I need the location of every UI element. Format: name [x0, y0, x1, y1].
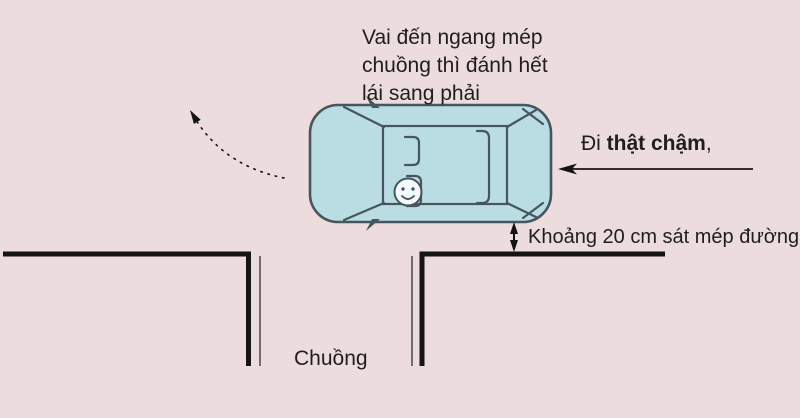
- car-body: [308, 103, 553, 224]
- speed-note: Đi thật chậm,: [581, 132, 712, 156]
- car-windshield-line-top: [342, 105, 386, 129]
- arrowhead-turn-icon: [190, 110, 201, 124]
- car-rear-crease-top: [521, 107, 545, 126]
- car-rear-crease-bottom: [521, 201, 545, 220]
- car-top-view: [308, 96, 553, 231]
- car-mirror-top-icon: [366, 96, 380, 108]
- instruction-line-3: lái sang phải: [362, 82, 480, 105]
- car-mirror-bottom-icon: [366, 219, 380, 231]
- car-cabin: [381, 124, 509, 206]
- speed-note-bold: thật chậm: [606, 132, 706, 155]
- car-windshield-line-bottom: [342, 201, 386, 222]
- instruction-text: Vai đến ngang mép chuồng thì đánh hết lá…: [362, 24, 548, 108]
- instruction-line-2: chuồng thì đánh hết: [362, 54, 548, 77]
- driver-smiley-icon: [393, 177, 423, 207]
- garage-label: Chuồng: [294, 347, 368, 370]
- instruction-line-1: Vai đến ngang mép: [362, 26, 543, 49]
- garage-road-lines: [3, 251, 665, 366]
- car-rear-window-line-top: [505, 108, 538, 129]
- distance-note: Khoảng 20 cm sát mép đường: [528, 226, 800, 248]
- distance-arrow: [510, 222, 518, 252]
- road-edge-left: [3, 251, 251, 366]
- speed-note-prefix: Đi: [581, 132, 607, 155]
- car-rear-window-line-bottom: [505, 201, 538, 219]
- car-rear-seat: [475, 129, 491, 205]
- road-edge-right: [419, 251, 665, 366]
- turn-path-arrow: [190, 110, 285, 179]
- arrowhead-down-icon: [510, 240, 518, 252]
- arrowhead-left-icon: [558, 163, 577, 175]
- arrowhead-up-icon: [510, 222, 518, 234]
- slow-arrow: [558, 163, 753, 175]
- speed-note-suffix: ,: [705, 132, 712, 155]
- car-front-seat: [403, 135, 421, 167]
